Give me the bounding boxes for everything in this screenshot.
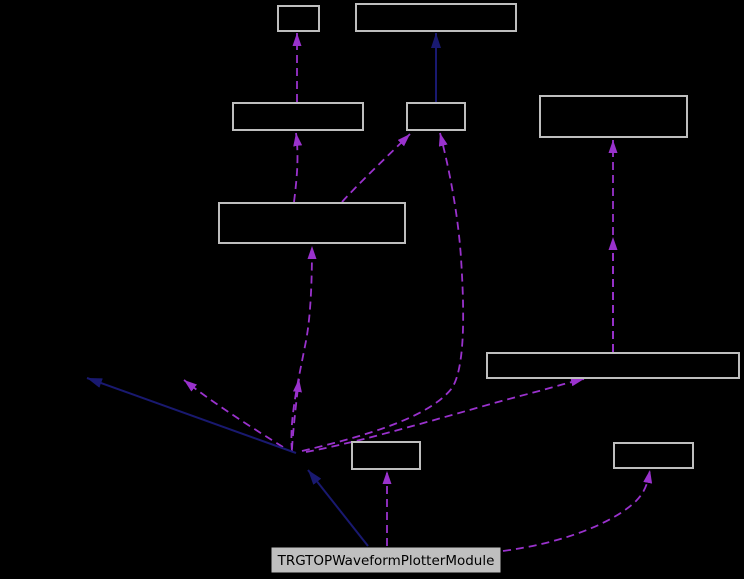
main-node-label: TRGTOPWaveformPlotterModule bbox=[277, 553, 495, 569]
usage-edge-e5 bbox=[301, 132, 465, 452]
node-mid-left[interactable] bbox=[232, 102, 364, 131]
usage-edge-e15 bbox=[502, 469, 653, 552]
node-lower-right-wide[interactable] bbox=[486, 352, 740, 379]
node-bottom-right[interactable] bbox=[613, 442, 694, 469]
main-node-box bbox=[270, 546, 502, 574]
usage-edge-e10 bbox=[291, 378, 302, 450]
usage-edge-e11 bbox=[183, 379, 284, 448]
inheritance-edge-e13 bbox=[307, 469, 369, 547]
usage-edge-e9 bbox=[290, 245, 317, 452]
usage-edge-e3 bbox=[293, 132, 303, 203]
inheritance-edge-e12 bbox=[86, 377, 297, 454]
node-bottom-center[interactable] bbox=[351, 441, 421, 470]
node-mid-center[interactable] bbox=[406, 102, 466, 131]
node-center-wide[interactable] bbox=[218, 202, 406, 244]
node-mid-right[interactable] bbox=[539, 95, 688, 138]
edges-layer bbox=[86, 33, 653, 552]
usage-edge-e8 bbox=[305, 377, 585, 453]
usage-edge-e4 bbox=[341, 133, 411, 203]
node-top-small[interactable] bbox=[277, 5, 320, 32]
node-top-wide[interactable] bbox=[355, 3, 517, 32]
nodes-layer bbox=[218, 3, 740, 470]
main-node: TRGTOPWaveformPlotterModule bbox=[270, 546, 502, 574]
